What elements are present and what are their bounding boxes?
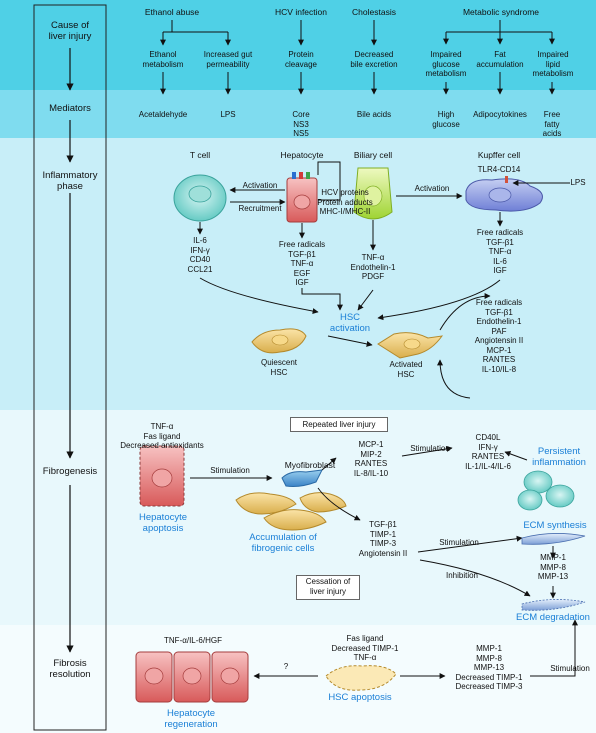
label-activation-tcell: Activation <box>242 181 278 190</box>
label-persistent-inflammation: Persistent inflammation <box>532 446 586 468</box>
tcell-mediators: IL-6 IFN-γ CD40 CCL21 <box>187 236 213 274</box>
mediator-adipocytokines: Adipocytokines <box>473 110 527 119</box>
myofibroblast-mediators: MCP-1 MIP-2 RANTES IL-8/IL-10 <box>353 440 389 478</box>
inflammation-mediators: CD40L IFN-γ RANTES IL-1/IL-4/IL-6 <box>465 433 511 471</box>
box-cessation: Cessation of liver injury <box>296 575 360 600</box>
label-lps-kupffer: LPS <box>570 178 586 187</box>
mediator-lps: LPS <box>220 110 236 119</box>
fibrogenic-mediators: TGF-β1 TIMP-1 TIMP-3 Angiotensin II <box>358 520 408 558</box>
process-ethanol-metabolism: Ethanol metabolism <box>142 50 184 69</box>
apoptosis-inducers: TNF-α Fas ligand Decreased antioxidants <box>120 422 204 450</box>
mmp-list-resolution: MMP-1 MMP-8 MMP-13 Decreased TIMP-1 Decr… <box>455 644 523 691</box>
kupffer-cell-shape <box>465 176 543 212</box>
mmp-list-fibrogenesis: MMP-1 MMP-8 MMP-13 <box>537 553 569 581</box>
label-recruitment: Recruitment <box>238 204 282 213</box>
sidebar-flow <box>33 4 107 731</box>
mediator-acetaldehyde: Acetaldehyde <box>138 110 188 119</box>
label-activated-hsc: Activated HSC <box>389 360 423 379</box>
label-hepatocyte-apoptosis: Hepatocyte apoptosis <box>138 512 188 534</box>
sidebar-mediators: Mediators <box>49 103 91 114</box>
mediator-high-glucose: High glucose <box>432 110 460 129</box>
tcell-shape <box>173 174 227 222</box>
label-question: ? <box>283 662 289 671</box>
myofibroblast-shape <box>281 469 323 487</box>
label-tcell: T cell <box>189 150 211 160</box>
label-inhibition: Inhibition <box>445 571 479 580</box>
mediator-bile-acids: Bile acids <box>356 110 392 119</box>
process-lipid-metabolism: Impaired lipid metabolism <box>532 50 574 78</box>
label-kupffer: Kupffer cell <box>477 150 521 160</box>
label-hcv-proteins: HCV proteins Protein adducts MHC-I/MHC-I… <box>317 188 373 216</box>
label-stimulation-resolution: Stimulation <box>550 664 590 673</box>
cause-hcv: HCV infection <box>275 7 327 17</box>
sidebar-fibrogenesis: Fibrogenesis <box>42 466 98 477</box>
cause-metabolic: Metabolic syndrome <box>462 7 540 17</box>
label-myofibroblast: Myofibroblast <box>284 460 336 470</box>
process-bile-excretion: Decreased bile excretion <box>350 50 398 69</box>
label-accumulation: Accumulation of fibrogenic cells <box>249 532 317 554</box>
activated-hsc-mediators: Free radicals TGF-β1 Endothelin-1 PAF An… <box>474 298 524 374</box>
resolution-arrows <box>253 619 578 679</box>
label-ecm-degradation: ECM degradation <box>516 612 590 623</box>
process-glucose-metabolism: Impaired glucose metabolism <box>425 50 467 78</box>
biliary-mediators: TNF-α Endothelin-1 PDGF <box>350 253 396 281</box>
cause-arrows <box>160 20 555 95</box>
label-hsc-activation: HSC activation <box>329 312 371 334</box>
sidebar-resolution: Fibrosis resolution <box>49 658 91 680</box>
sidebar-cause: Cause of liver injury <box>48 20 92 42</box>
label-activation-kupffer: Activation <box>414 184 450 193</box>
label-stimulation-apoptosis: Stimulation <box>210 466 250 475</box>
mediator-ffa: Free fatty acids <box>542 110 562 138</box>
mediator-core: Core NS3 NS5 <box>292 110 310 138</box>
label-quiescent-hsc: Quiescent HSC <box>260 358 298 377</box>
activated-hsc-shape <box>377 332 444 359</box>
ecm-synthesis-shape <box>521 533 586 545</box>
inflammation-cells <box>517 470 575 511</box>
label-hepatocyte-regeneration: Hepatocyte regeneration <box>164 708 218 730</box>
box-repeated-injury: Repeated liver injury <box>290 417 388 432</box>
label-hepatocyte: Hepatocyte <box>280 150 324 160</box>
band-resolution <box>0 625 596 733</box>
fibrogenic-cells-cluster <box>235 492 347 531</box>
label-tlr: TLR4-CD14 <box>477 165 521 174</box>
inflammatory-arrows <box>197 161 570 399</box>
apoptotic-hsc-shape <box>325 665 397 691</box>
kupffer-mediators: Free radicals TGF-β1 TNF-α IL-6 IGF <box>476 228 524 275</box>
quiescent-hsc-shape <box>251 328 307 354</box>
hepatocyte-shape <box>286 172 318 223</box>
hsc-apoptosis-inducers: Fas ligand Decreased TIMP-1 TNF-α <box>331 634 399 662</box>
regeneration-factors: TNF-α/IL-6/HGF <box>164 636 222 645</box>
label-stimulation-ecm: Stimulation <box>439 538 479 547</box>
apoptotic-hepatocyte-shape <box>139 445 185 507</box>
label-stimulation-inflammation: Stimulation <box>410 444 450 453</box>
regenerating-hepatocytes <box>135 651 249 703</box>
label-biliary: Biliary cell <box>353 150 393 160</box>
cause-ethanol: Ethanol abuse <box>144 7 200 17</box>
process-gut-permeability: Increased gut permeability <box>203 50 253 69</box>
biliary-cell-shape <box>353 167 393 220</box>
fibrogenesis-arrows <box>317 445 556 599</box>
process-fat-accumulation: Fat accumulation <box>476 50 524 69</box>
sidebar-inflammatory: Inflammatory phase <box>42 170 98 192</box>
band-mediators <box>0 90 596 138</box>
label-ecm-synthesis: ECM synthesis <box>523 520 587 531</box>
ecm-degradation-shape <box>521 599 586 611</box>
label-hsc-apoptosis: HSC apoptosis <box>328 692 392 703</box>
hepatocyte-mediators: Free radicals TGF-β1 TNF-α EGF IGF <box>278 240 326 287</box>
cause-cholestasis: Cholestasis <box>352 7 396 17</box>
process-protein-cleavage: Protein cleavage <box>284 50 318 69</box>
